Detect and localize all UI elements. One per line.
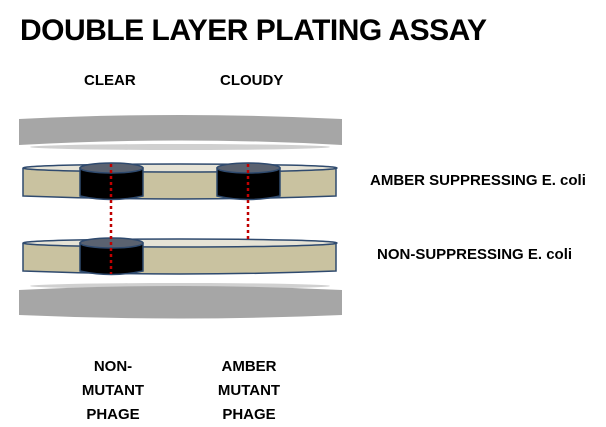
top-agar-plate — [22, 162, 338, 201]
bottom-lid — [19, 283, 342, 319]
phage-label-line: NON- — [93, 358, 133, 375]
phage-label-line: PHAGE — [86, 406, 140, 423]
phage-label-line: AMBER — [221, 358, 277, 375]
phage-label-line: MUTANT — [217, 382, 281, 399]
diagram-title: DOUBLE LAYER PLATING ASSAY — [20, 14, 487, 47]
layer-label-non-suppressing: NON-SUPPRESSING E. coli — [377, 246, 573, 263]
column-label-cloudy: CLOUDY — [220, 72, 284, 89]
top-lid — [19, 115, 342, 150]
layer-label-amber-suppressing: AMBER SUPPRESSING E. coli — [370, 172, 586, 189]
bottom-agar-plate — [22, 237, 338, 276]
column-label-clear: CLEAR — [84, 72, 136, 89]
phage-label-amber-mutant: AMBER MUTANT PHAGE — [214, 355, 284, 427]
phage-label-line: MUTANT — [81, 382, 145, 399]
phage-label-non-mutant: NON- MUTANT PHAGE — [78, 355, 148, 427]
plaque-clear — [79, 162, 144, 201]
phage-label-line: PHAGE — [222, 406, 276, 423]
